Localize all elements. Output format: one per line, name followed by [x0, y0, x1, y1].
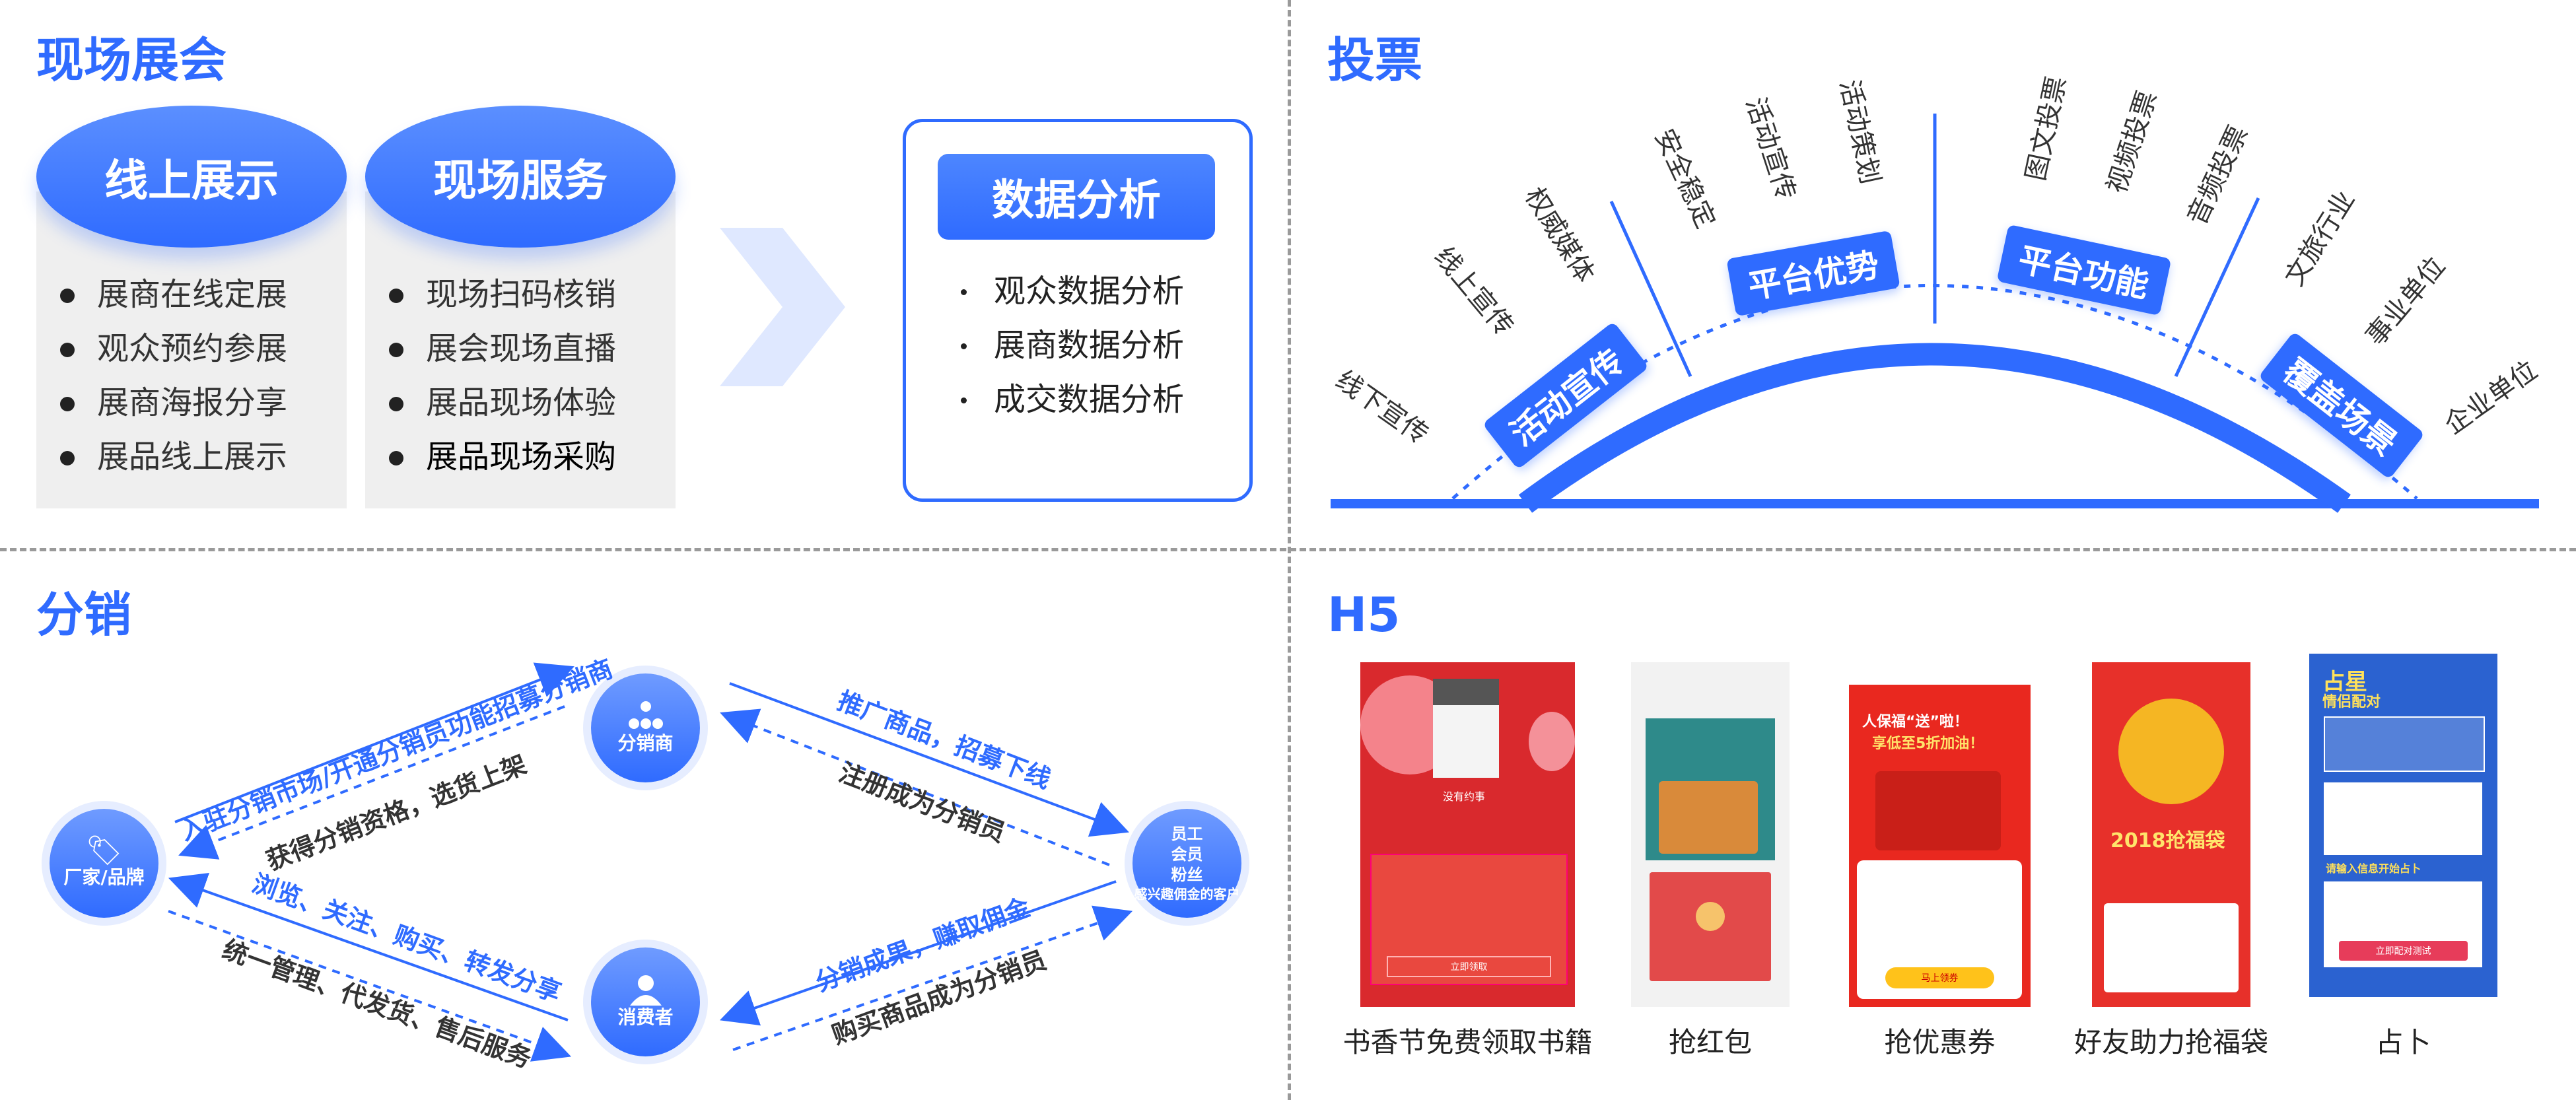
h5-card-redpacket[interactable] — [1631, 662, 1790, 1007]
h5-caption: 书香节免费领取书籍 — [1342, 1026, 1593, 1058]
online-list: 展商在线定展 观众预约参展 展商海报分享 展品线上展示 — [36, 267, 287, 484]
analysis-header: 数据分析 — [938, 154, 1215, 240]
section-title-vote: 投票 — [1327, 32, 1423, 88]
onsite-pill: 现场服务 — [365, 106, 676, 248]
list-item: 观众数据分析 — [934, 264, 1184, 318]
h5-caption: 抢优惠券 — [1884, 1026, 1996, 1058]
h5-caption: 占卜 — [2375, 1026, 2431, 1058]
h5-caption: 抢红包 — [1668, 1026, 1752, 1058]
list-item: 展会现场直播 — [365, 322, 616, 376]
tag-icon: 🏷 — [85, 834, 123, 868]
node-consumer: 消费者 — [591, 947, 700, 1056]
list-item: 展品现场体验 — [365, 376, 616, 430]
list-item: 展品现场采购 — [365, 430, 616, 484]
list-item: 展商海报分享 — [36, 376, 287, 430]
online-card: 展商在线定展 观众预约参展 展商海报分享 展品线上展示 — [36, 191, 347, 508]
book-thumbnail — [1433, 679, 1499, 778]
onsite-list: 现场扫码核销 展会现场直播 展品现场体验 展品现场采购 — [365, 267, 616, 484]
list-item: 展商在线定展 — [36, 267, 287, 322]
chevron-right-icon — [720, 228, 845, 386]
list-item: 成交数据分析 — [934, 372, 1184, 427]
section-title-expo: 现场展会 — [36, 32, 227, 88]
node-target: 员工 会员 粉丝 感兴趣佣金的客户 — [1132, 809, 1241, 918]
h5-card-luckybag[interactable]: 2018抢福袋 — [2092, 662, 2250, 1007]
section-title-distribution: 分销 — [36, 587, 132, 642]
h5-caption: 好友助力抢福袋 — [2073, 1026, 2268, 1058]
list-item: 现场扫码核销 — [365, 267, 616, 322]
user-icon — [629, 975, 662, 1006]
node-brand: 🏷 厂家/品牌 — [50, 809, 158, 918]
h5-card-divination[interactable]: 占星 情侣配对 请输入信息开始占卜 立即配对测试 — [2309, 654, 2497, 997]
h5-card-coupon[interactable]: 人保福“送”啦！ 享低至5折加油！ 马上领券 — [1849, 662, 2031, 1007]
distribution-flow-diagram — [168, 662, 1133, 1062]
list-item: 展品线上展示 — [36, 430, 287, 484]
org-chart-icon — [628, 701, 663, 730]
h5-card-book[interactable]: 没有约事 立即领取 — [1360, 662, 1575, 1007]
node-distributor: 分销商 — [591, 673, 700, 782]
list-item: 观众预约参展 — [36, 322, 287, 376]
horizontal-divider — [0, 548, 2576, 551]
section-title-h5: H5 — [1327, 587, 1401, 642]
online-pill: 线上展示 — [36, 106, 347, 248]
list-item: 展商数据分析 — [934, 318, 1184, 372]
analysis-list: 观众数据分析 展商数据分析 成交数据分析 — [934, 264, 1184, 427]
